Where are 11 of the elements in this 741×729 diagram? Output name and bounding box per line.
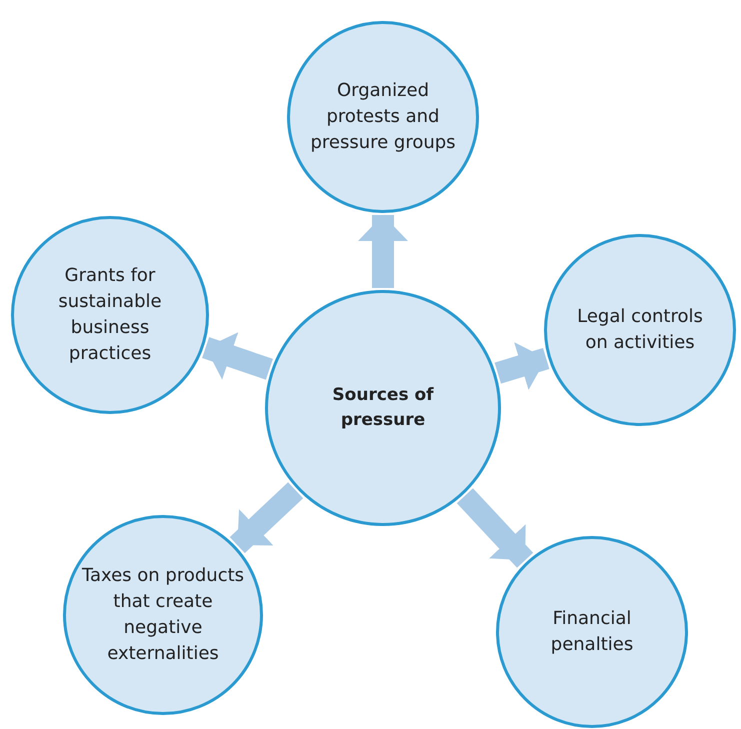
block-arrow — [358, 215, 408, 288]
block-arrow — [456, 488, 534, 568]
node-label: Taxes on products that create negative externalities — [80, 564, 246, 666]
block-arrow — [202, 332, 273, 380]
block-arrow — [230, 482, 304, 554]
node-label: Grants for sustainable business practices — [57, 264, 163, 366]
node-label: Organized protests and pressure groups — [309, 78, 457, 156]
node-label: Sources of pressure — [331, 384, 435, 432]
block-arrow — [494, 342, 550, 390]
node-label: Legal controls on activities — [576, 304, 704, 355]
node-label: Financial penalties — [550, 606, 634, 657]
